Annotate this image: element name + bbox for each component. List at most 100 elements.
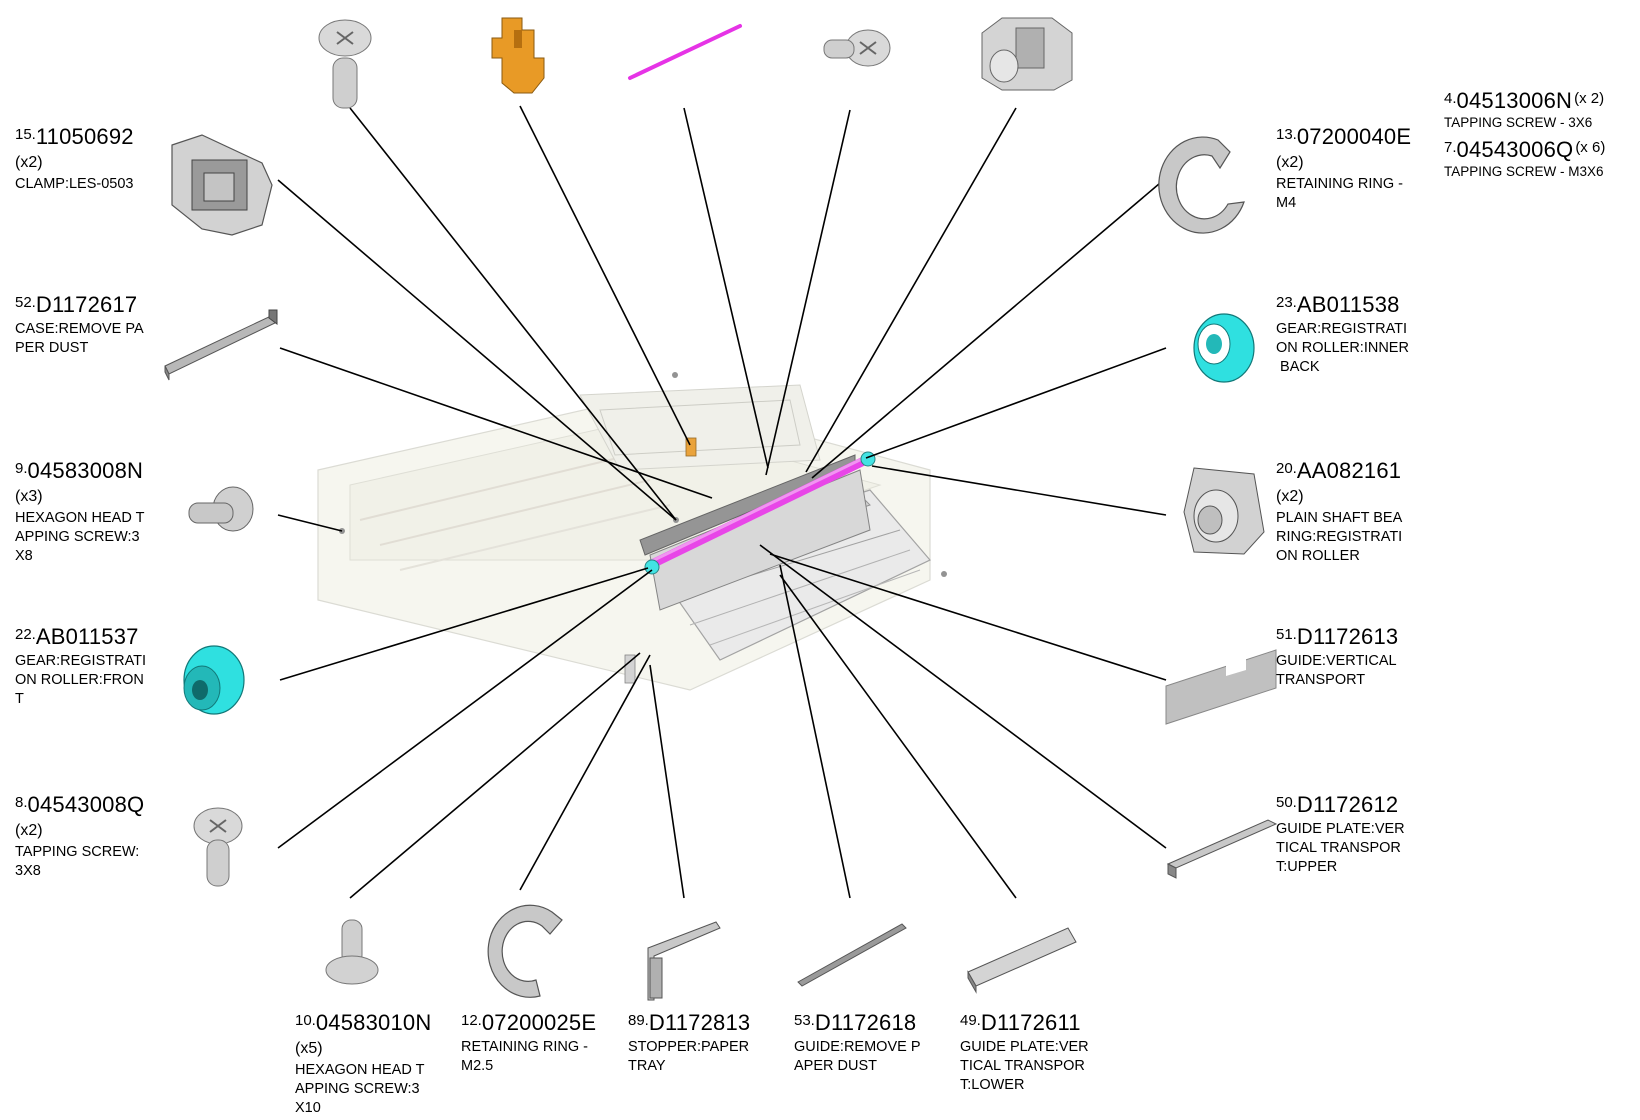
leader-p89 bbox=[649, 664, 685, 899]
leader-p49 bbox=[779, 574, 1017, 899]
part-description: ON ROLLER:FRON bbox=[15, 672, 144, 689]
part-label-20: 20.AA082161 (x2) PLAIN SHAFT BEA RING:RE… bbox=[1276, 458, 1402, 566]
inner-gear-icon bbox=[1193, 313, 1255, 383]
part-description: PLAIN SHAFT BEA bbox=[1276, 509, 1403, 526]
leader-p13 bbox=[811, 177, 1167, 479]
guide-plate-lower-icon bbox=[967, 927, 1077, 994]
part-description: HEXAGON HEAD T bbox=[295, 1061, 425, 1078]
part-label-15: 15.11050692 (x2) CLAMP:LES-0503 bbox=[15, 124, 134, 194]
part-quantity: (x 2) bbox=[1574, 90, 1605, 107]
leader-p52 bbox=[279, 347, 713, 499]
dust-guide-icon bbox=[797, 923, 907, 987]
front-gear-icon bbox=[183, 645, 245, 715]
part-description: GEAR:REGISTRATI bbox=[15, 652, 147, 669]
part-description: T:LOWER bbox=[960, 1077, 1025, 1094]
part-description: STOPPER:PAPER bbox=[628, 1038, 750, 1055]
leader-p10 bbox=[349, 652, 641, 899]
hex-screw-icon bbox=[188, 486, 254, 532]
part-index: 51. bbox=[1276, 626, 1297, 643]
leader-top-screw bbox=[349, 107, 677, 521]
part-description: TRANSPORT bbox=[1276, 672, 1366, 689]
part-index: 50. bbox=[1276, 794, 1297, 811]
orange-bracket-icon bbox=[491, 17, 545, 94]
part-quantity: (x2) bbox=[1276, 153, 1304, 171]
part-quantity: (x3) bbox=[15, 487, 43, 505]
part-index: 13. bbox=[1276, 126, 1297, 143]
part-label-89: 89.D1172813 STOPPER:PAPER TRAY bbox=[628, 1010, 750, 1076]
part-number: D1172611 bbox=[980, 1010, 1081, 1035]
part-description: TICAL TRANSPOR bbox=[960, 1058, 1085, 1075]
part-number: 04543006Q bbox=[1456, 137, 1574, 162]
part-label-10: 10.04583010N (x5) HEXAGON HEAD T APPING … bbox=[295, 1010, 431, 1118]
part-label-53: 53.D1172618 GUIDE:REMOVE P APER DUST bbox=[794, 1010, 921, 1076]
part-description: BACK bbox=[1276, 359, 1320, 376]
part-description: T bbox=[15, 691, 24, 708]
part-index: 12. bbox=[461, 1012, 482, 1029]
leader-top-screw2 bbox=[765, 109, 851, 476]
part-index: 4. bbox=[1444, 90, 1457, 107]
leader-top-clamp bbox=[805, 107, 1017, 473]
leader-p22 bbox=[279, 567, 649, 681]
part-description: TAPPING SCREW: bbox=[15, 843, 140, 860]
part-number: 04583010N bbox=[315, 1010, 432, 1035]
part-description: TAPPING SCREW - 3X6 bbox=[1444, 114, 1593, 130]
part-number: D1172618 bbox=[814, 1010, 917, 1035]
part-label-9: 9.04583008N (x3) HEXAGON HEAD T APPING S… bbox=[15, 458, 144, 566]
part-description: HEXAGON HEAD T bbox=[15, 509, 145, 526]
part-description: T:UPPER bbox=[1276, 859, 1338, 876]
part-number: AA082161 bbox=[1296, 458, 1402, 483]
part-index: 20. bbox=[1276, 460, 1297, 477]
part-description: PER DUST bbox=[15, 340, 89, 357]
part-number: D1172813 bbox=[648, 1010, 751, 1035]
part-index: 89. bbox=[628, 1012, 649, 1029]
part-label-12: 12.07200025E RETAINING RING - M2.5 bbox=[461, 1010, 596, 1076]
part-index: 10. bbox=[295, 1012, 316, 1029]
leader-p23 bbox=[865, 347, 1167, 459]
part-quantity: (x2) bbox=[15, 821, 43, 839]
dust-case-icon bbox=[164, 309, 278, 381]
retaining-ring-icon bbox=[487, 904, 563, 998]
leader-p12 bbox=[519, 654, 651, 891]
part-description: X8 bbox=[15, 548, 33, 565]
stopper-icon bbox=[647, 921, 721, 1001]
leader-p50 bbox=[759, 544, 1167, 849]
leader-lines bbox=[277, 105, 1167, 899]
part-description: TRAY bbox=[628, 1058, 666, 1075]
part-number: 04513006N bbox=[1456, 88, 1573, 113]
part-description: RING:REGISTRATI bbox=[1276, 528, 1403, 545]
part-description: 3X8 bbox=[15, 862, 41, 879]
part-index: 8. bbox=[15, 794, 28, 811]
vertical-guide-icon bbox=[1165, 649, 1277, 725]
part-description: GEAR:REGISTRATI bbox=[1276, 320, 1408, 337]
hex-screw-icon bbox=[318, 19, 372, 109]
part-description: CLAMP:LES-0503 bbox=[15, 175, 134, 192]
leader-p9 bbox=[277, 514, 343, 532]
part-label-23: 23.AB011538 GEAR:REGISTRATI ON ROLLER:IN… bbox=[1276, 292, 1409, 377]
part-number: 11050692 bbox=[35, 124, 134, 149]
part-number: 04583008N bbox=[27, 458, 144, 483]
part-number: D1172617 bbox=[35, 292, 138, 317]
guide-plate-upper-icon bbox=[1166, 819, 1278, 879]
assembly-body bbox=[317, 372, 947, 691]
part-description: TICAL TRANSPOR bbox=[1276, 840, 1401, 857]
part-description: ON ROLLER:INNER bbox=[1276, 340, 1409, 357]
tapping-screw-icon bbox=[823, 29, 891, 67]
part-description: APER DUST bbox=[794, 1058, 877, 1075]
part-index: 9. bbox=[15, 460, 28, 477]
part-label-51: 51.D1172613 GUIDE:VERTICAL TRANSPORT bbox=[1276, 624, 1398, 690]
leader-top-orange bbox=[519, 105, 691, 446]
leader-top-roller bbox=[683, 107, 769, 469]
roller-shaft-icon bbox=[628, 24, 742, 80]
part-description: APPING SCREW:3 bbox=[295, 1080, 420, 1097]
hex-screw-icon bbox=[325, 919, 379, 985]
part-index: 52. bbox=[15, 294, 36, 311]
part-description: TAPPING SCREW - M3X6 bbox=[1444, 163, 1604, 179]
part-label-50: 50.D1172612 GUIDE PLATE:VER TICAL TRANSP… bbox=[1276, 792, 1405, 877]
part-description: CASE:REMOVE PA bbox=[15, 320, 144, 337]
part-number: D1172613 bbox=[1296, 624, 1399, 649]
part-description: RETAINING RING - bbox=[461, 1038, 589, 1055]
part-number: 07200040E bbox=[1296, 124, 1412, 149]
part-index: 23. bbox=[1276, 294, 1297, 311]
part-quantity: (x2) bbox=[15, 153, 43, 171]
